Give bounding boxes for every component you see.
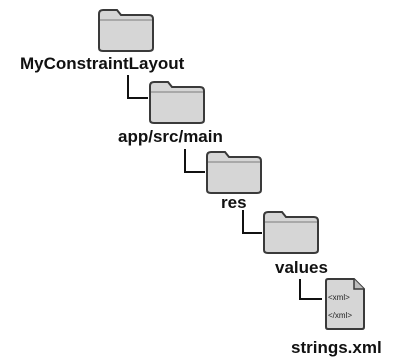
folder-icon xyxy=(98,9,154,52)
connector-root-to-app xyxy=(127,75,148,99)
connector-values-to-strings xyxy=(299,279,322,300)
file-label-strings-xml: strings.xml xyxy=(291,338,382,357)
folder-label-app-src-main: app/src/main xyxy=(118,127,223,146)
folder-label-root: MyConstraintLayout xyxy=(20,54,185,73)
folder-label-values: values xyxy=(275,258,328,277)
connector-res-to-values xyxy=(242,210,262,234)
folder-icon xyxy=(206,151,262,194)
folder-icon xyxy=(263,211,319,254)
connector-app-to-res xyxy=(184,149,205,173)
xml-open-tag-text: <xml> xyxy=(328,293,350,302)
xml-file-icon: <xml> </xml> xyxy=(322,277,366,331)
folder-icon xyxy=(149,81,205,124)
folder-label-res: res xyxy=(221,193,247,212)
xml-close-tag-text: </xml> xyxy=(328,311,353,320)
